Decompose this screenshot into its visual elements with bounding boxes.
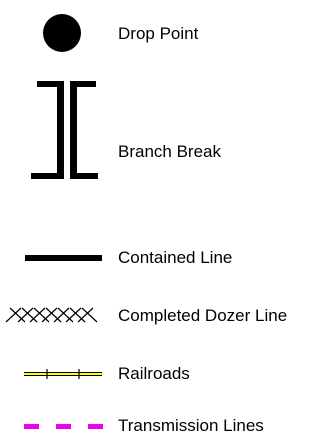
transmission-line-icon [24,424,103,429]
legend-label-completed-dozer-line: Completed Dozer Line [118,306,288,325]
legend-row-contained-line: Contained Line [0,240,328,276]
legend-label-railroads: Railroads [118,364,190,383]
legend-row-branch-break: Branch Break [0,70,328,190]
legend-label-branch-break: Branch Break [118,142,221,161]
legend-label-contained-line: Contained Line [118,248,233,267]
legend-row-transmission-lines: Transmission Lines [0,408,328,444]
legend-row-drop-point: Drop Point [0,0,328,66]
legend-row-railroads: Railroads [0,356,328,392]
dozer-line-icon [5,307,98,323]
legend-label-transmission-lines: Transmission Lines [118,416,264,435]
railroad-icon [24,369,102,379]
legend-row-completed-dozer-line: Completed Dozer Line [0,298,328,334]
legend-label-drop-point: Drop Point [118,24,199,43]
drop-point-icon [43,14,81,52]
branch-break-icon [31,81,98,179]
contained-line-icon [25,255,102,261]
